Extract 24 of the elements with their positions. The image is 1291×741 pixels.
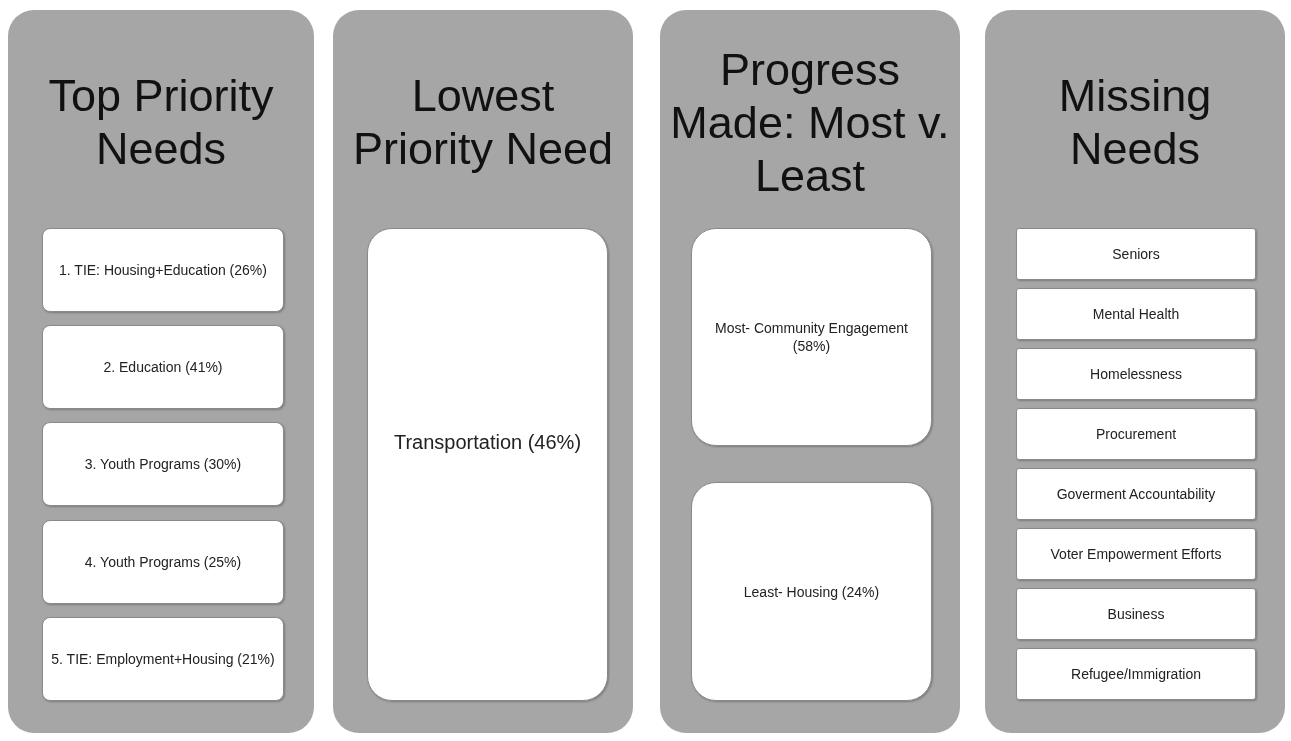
item-card: Goverment Accountability [1016,468,1256,520]
item-card: Business [1016,588,1256,640]
item-card: 1. TIE: Housing+Education (26%) [42,228,284,312]
item-card: 2. Education (41%) [42,325,284,409]
item-card: Mental Health [1016,288,1256,340]
item-card: Voter Empowerment Efforts [1016,528,1256,580]
column-panel [333,10,633,733]
column-heading: Progress Made: Most v. Least [670,42,950,202]
item-card: 3. Youth Programs (30%) [42,422,284,506]
column-panel [8,10,314,733]
column-panel [985,10,1285,733]
item-card: Seniors [1016,228,1256,280]
item-card: 5. TIE: Employment+Housing (21%) [42,617,284,701]
item-card: Most- Community Engagement (58%) [691,228,932,446]
item-card: 4. Youth Programs (25%) [42,520,284,604]
column-heading: Missing Needs [1057,69,1213,175]
item-card: Least- Housing (24%) [691,482,932,701]
column-heading: Top Priority Needs [47,69,275,175]
item-card: Refugee/Immigration [1016,648,1256,700]
item-card: Homelessness [1016,348,1256,400]
column-panel [660,10,960,733]
item-card: Procurement [1016,408,1256,460]
column-heading: Lowest Priority Need [351,69,615,175]
item-card: Transportation (46%) [367,228,608,701]
